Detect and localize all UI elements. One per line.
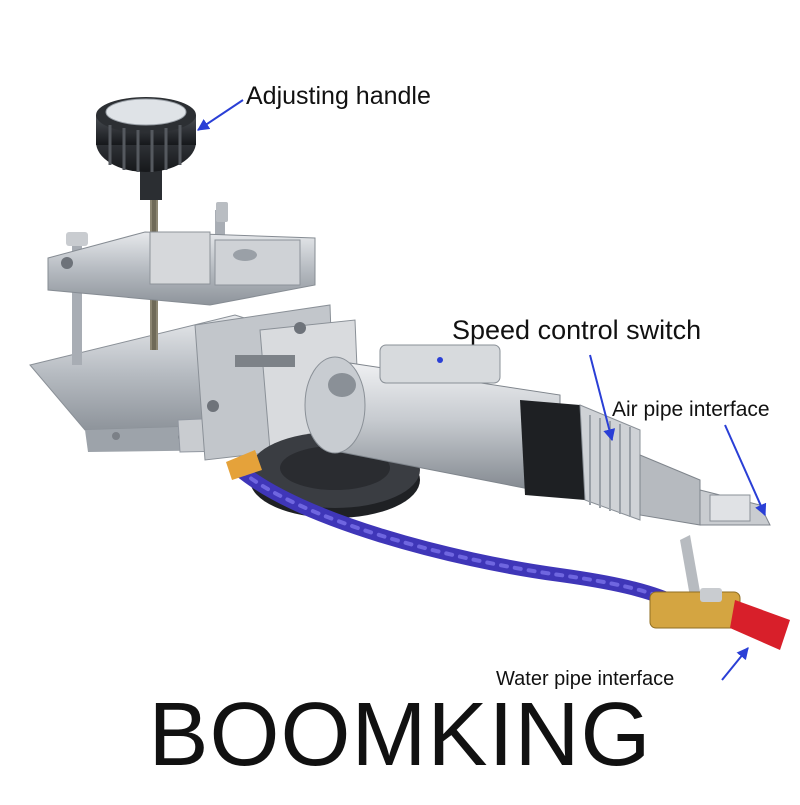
label-speed-control-switch: Speed control switch bbox=[452, 315, 702, 345]
annotation-arrows bbox=[197, 99, 767, 681]
grinder-body bbox=[304, 344, 771, 526]
label-water-pipe-interface: Water pipe interface bbox=[496, 668, 675, 690]
top-bracket bbox=[47, 202, 316, 306]
label-adjusting-handle: Adjusting handle bbox=[246, 82, 431, 110]
label-air-pipe-interface: Air pipe interface bbox=[612, 398, 770, 421]
adjusting-knob bbox=[96, 97, 196, 200]
water-valve bbox=[649, 535, 790, 650]
brand-wordmark: BOOMKING bbox=[148, 685, 652, 785]
coolant-hose bbox=[226, 450, 687, 612]
